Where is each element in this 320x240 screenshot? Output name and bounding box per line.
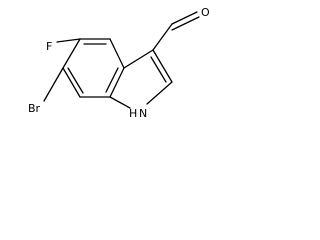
nitrogen-label: N [139, 107, 147, 120]
fluorine-label: F [46, 40, 52, 53]
bond-c3-c2 [152, 49, 173, 83]
bond-c6-c7-inner [67, 67, 84, 94]
bond-c3a-c4 [109, 38, 125, 69]
bond-c3-aldehyde [152, 23, 173, 51]
bond-c5-fluorine [56, 38, 81, 43]
pyrrole-ring [109, 49, 173, 109]
bond-c7a-c3a [109, 67, 125, 98]
molecule-structure: F Br O H N [28, 6, 210, 120]
benzene-ring [62, 38, 125, 98]
bond-c6-c7 [62, 67, 81, 98]
substituent-bonds [43, 11, 200, 102]
bond-c3-c2-inner [150, 56, 167, 83]
bromine-label: Br [28, 102, 41, 115]
oxygen-label: O [201, 6, 210, 19]
bond-aldehyde-oxygen-double [171, 16, 200, 31]
bond-c7a-c3a-inner [105, 67, 119, 93]
nitrogen-h-label: H [129, 107, 137, 120]
bond-c5-c6 [62, 38, 81, 69]
bond-n1-c7a [109, 96, 131, 109]
bond-aldehyde-oxygen [171, 11, 198, 25]
bond-c3a-c3 [123, 49, 154, 69]
bond-c6-bromine [43, 67, 64, 102]
bond-c2-n1 [146, 81, 173, 105]
atom-labels: F Br O H N [28, 6, 210, 120]
